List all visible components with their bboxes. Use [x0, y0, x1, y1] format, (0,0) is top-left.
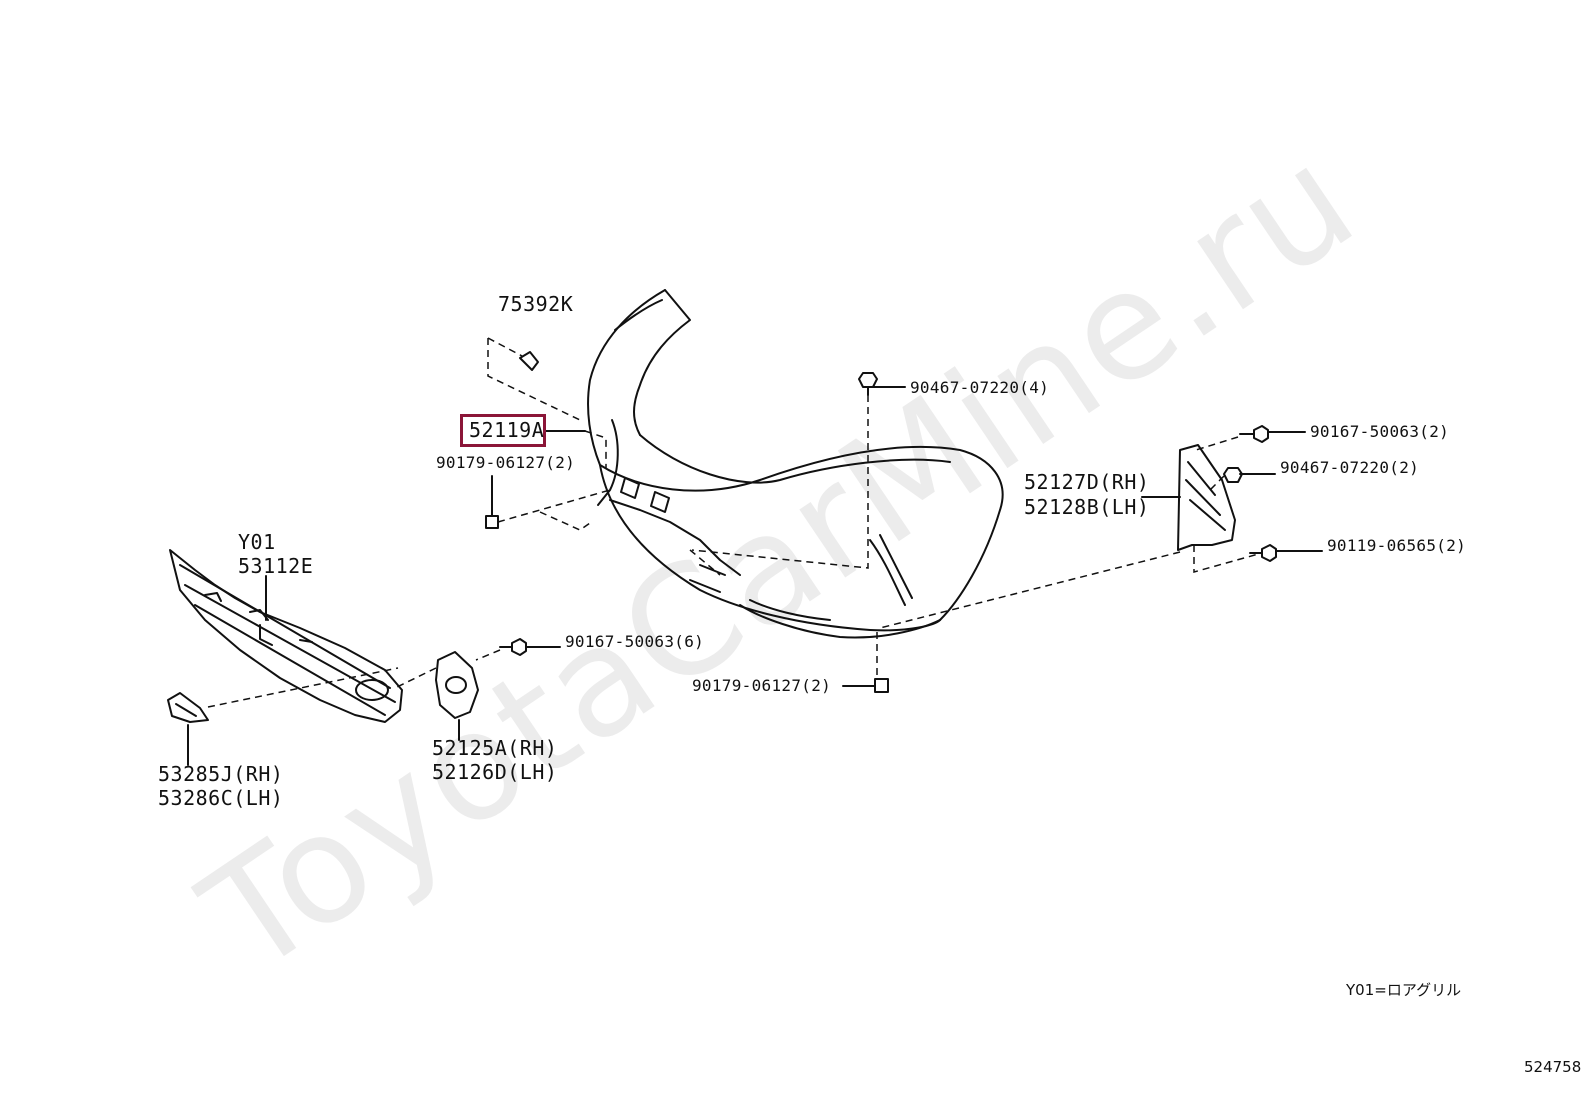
- side-cover-drawing: [167, 692, 209, 723]
- part-label-90167-right[interactable]: 90167-50063(2): [1310, 422, 1450, 441]
- retainer-bracket-drawing: [1177, 444, 1236, 551]
- part-label-y01[interactable]: Y01: [238, 530, 276, 554]
- part-label-53286c[interactable]: 53286C(LH): [158, 786, 284, 810]
- bezel-drawing: [435, 651, 479, 719]
- fastener-drawings: [485, 351, 1277, 693]
- part-label-90467-top[interactable]: 90467-07220(4): [910, 378, 1050, 397]
- part-label-53112e[interactable]: 53112E: [238, 554, 314, 578]
- bumper-cover-drawing: [587, 289, 1004, 639]
- leader-lines: [187, 386, 1323, 766]
- highlight-box: [460, 414, 546, 447]
- part-label-52127d[interactable]: 52127D(RH): [1024, 470, 1150, 494]
- part-label-52125a[interactable]: 52125A(RH): [432, 736, 558, 760]
- part-label-90167-mid[interactable]: 90167-50063(6): [565, 632, 705, 651]
- part-label-53285j[interactable]: 53285J(RH): [158, 762, 284, 786]
- part-label-75392k[interactable]: 75392K: [498, 292, 574, 316]
- diagram-number: 524758: [1524, 1058, 1582, 1076]
- part-label-52128b[interactable]: 52128B(LH): [1024, 495, 1150, 519]
- part-label-90179-bottom[interactable]: 90179-06127(2): [692, 676, 832, 695]
- lower-grille-drawing: [169, 549, 403, 723]
- part-label-52119a[interactable]: 52119A: [469, 418, 545, 442]
- part-label-90467-right[interactable]: 90467-07220(2): [1280, 458, 1420, 477]
- part-label-90179-left[interactable]: 90179-06127(2): [436, 453, 576, 472]
- part-label-52126d[interactable]: 52126D(LH): [432, 760, 558, 784]
- legend-note: Y01=ロアグリル: [1346, 981, 1462, 999]
- part-label-90119[interactable]: 90119-06565(2): [1327, 536, 1467, 555]
